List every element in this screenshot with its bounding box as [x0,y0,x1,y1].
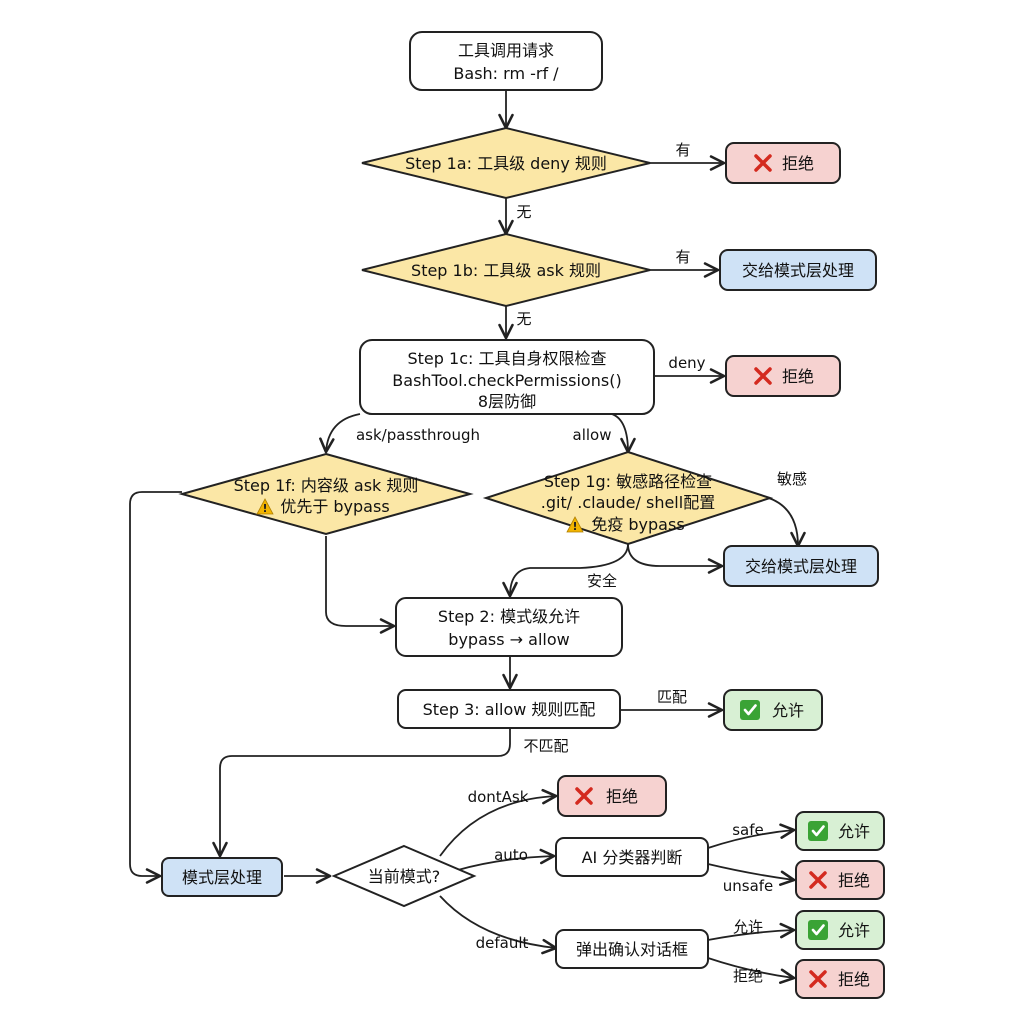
node-allow-2-label: 允许 [838,822,870,841]
edge-label-1c-allow: allow [573,426,612,444]
node-tool-request-title: 工具调用请求 [458,41,554,60]
node-reject-5: 拒绝 [795,959,885,999]
edge-label-1a-no: 无 [516,203,531,221]
node-step-2: Step 2: 模式级允许 bypass → allow [395,597,623,657]
node-step-1g-title: Step 1g: 敏感路径检查 [544,472,712,491]
node-step-1c-title: Step 1c: 工具自身权限检查 [408,349,607,368]
node-mode-handoff-2-label: 交给模式层处理 [745,557,857,576]
node-reject-3: 拒绝 [557,775,667,817]
node-mode-handler: 模式层处理 [161,857,283,897]
node-step-3: Step 3: allow 规则匹配 [397,689,621,729]
node-step-1f-note: 优先于 bypass [280,497,389,516]
edge-label-1g-safe: 安全 [587,572,617,590]
node-step-1g-paths: .git/ .claude/ shell配置 [541,493,715,512]
edge-label-classifier-safe: safe [732,821,764,839]
edge-classifier-unsafe [707,863,796,886]
node-step-1c: Step 1c: 工具自身权限检查 BashTool.checkPermissi… [359,339,655,415]
edge-label-classifier-unsafe: unsafe [723,877,774,895]
edge-classifier-safe [707,823,796,849]
edge-label-1b-yes: 有 [675,248,690,266]
edge-label-step3-match: 匹配 [657,688,687,706]
node-tool-request-command: Bash: rm -rf / [453,64,559,83]
node-step-1a: Step 1a: 工具级 deny 规则 [361,126,651,200]
edge-dialog-reject [707,957,796,984]
edge-1g-to-mode [627,543,724,574]
node-ai-classifier-label: AI 分类器判断 [582,848,683,867]
node-ai-classifier: AI 分类器判断 [555,837,709,877]
edge-label-dialog-allow: 允许 [733,918,763,936]
edge-label-dialog-reject: 拒绝 [733,967,763,985]
node-allow-1: 允许 [723,689,823,731]
node-reject-1-label: 拒绝 [782,154,814,173]
node-reject-2-label: 拒绝 [782,367,814,386]
node-tool-request: 工具调用请求 Bash: rm -rf / [409,31,603,91]
edges [129,90,806,984]
edge-label-mode-dontask: dontAsk [468,788,529,806]
node-step-1b-label: Step 1b: 工具级 ask 规则 [411,261,601,280]
node-step-1f-title: Step 1f: 内容级 ask 规则 [234,476,419,495]
node-step-1f: Step 1f: 内容级 ask 规则 优先于 bypass [178,452,474,536]
edge-mode-auto [457,848,556,871]
node-current-mode: 当前模式? [331,844,477,908]
node-step-1g: Step 1g: 敏感路径检查 .git/ .claude/ shell配置 免… [482,450,774,546]
node-reject-1: 拒绝 [725,142,841,184]
edge-label-1c-deny: deny [668,354,705,372]
node-reject-2: 拒绝 [725,355,841,397]
edge-label-1b-no: 无 [516,310,531,328]
node-confirm-dialog-label: 弹出确认对话框 [576,940,688,959]
node-allow-2: 允许 [795,811,885,851]
edge-label-1g-sensitive: 敏感 [777,470,807,488]
edge-label-step3-nomatch: 不匹配 [523,737,568,755]
node-step-1c-defense: 8层防御 [478,392,536,411]
edge-mode-default [439,895,558,955]
edge-1f-to-step2 [325,536,396,634]
edge-label-mode-auto: auto [494,846,528,864]
edge-labels: 有 无 有 无 deny ask/passthrough allow 敏感 安全… [356,141,807,985]
edge-1c-ask [319,413,361,454]
node-step-1c-method: BashTool.checkPermissions() [392,371,621,390]
node-step-3-label: Step 3: allow 规则匹配 [423,700,596,719]
edge-dialog-allow [707,922,796,941]
node-confirm-dialog: 弹出确认对话框 [555,929,709,969]
node-mode-handoff-1: 交给模式层处理 [719,249,877,291]
node-mode-handoff-1-label: 交给模式层处理 [742,261,854,280]
node-current-mode-label: 当前模式? [368,867,441,886]
node-mode-handler-label: 模式层处理 [182,868,262,887]
node-allow-3-label: 允许 [838,921,870,940]
edge-label-mode-default: default [476,934,529,952]
edge-step3-nomatch [212,728,511,858]
edge-label-1a-yes: 有 [675,141,690,159]
node-step-1g-note: 免疫 bypass [591,515,684,534]
node-reject-5-label: 拒绝 [838,970,870,989]
node-reject-4-label: 拒绝 [838,871,870,890]
node-reject-4: 拒绝 [795,860,885,900]
edge-mode-dontask [439,788,558,857]
node-step-1b: Step 1b: 工具级 ask 规则 [361,232,651,308]
node-step-1a-label: Step 1a: 工具级 deny 规则 [405,154,607,173]
node-mode-handoff-2: 交给模式层处理 [723,545,879,587]
edge-1g-safe [502,543,629,598]
node-allow-3: 允许 [795,910,885,950]
edge-1f-to-modehandler [129,491,182,884]
check-mark-icon [806,918,830,942]
node-step-2-rule: bypass → allow [448,630,569,649]
node-reject-3-label: 拒绝 [606,787,638,806]
check-mark-icon [806,819,830,843]
node-step-2-title: Step 2: 模式级允许 [438,607,580,626]
node-allow-1-label: 允许 [772,701,804,720]
edge-1c-allow [611,413,636,454]
edge-label-1c-ask: ask/passthrough [356,426,480,444]
check-mark-icon [738,698,762,722]
